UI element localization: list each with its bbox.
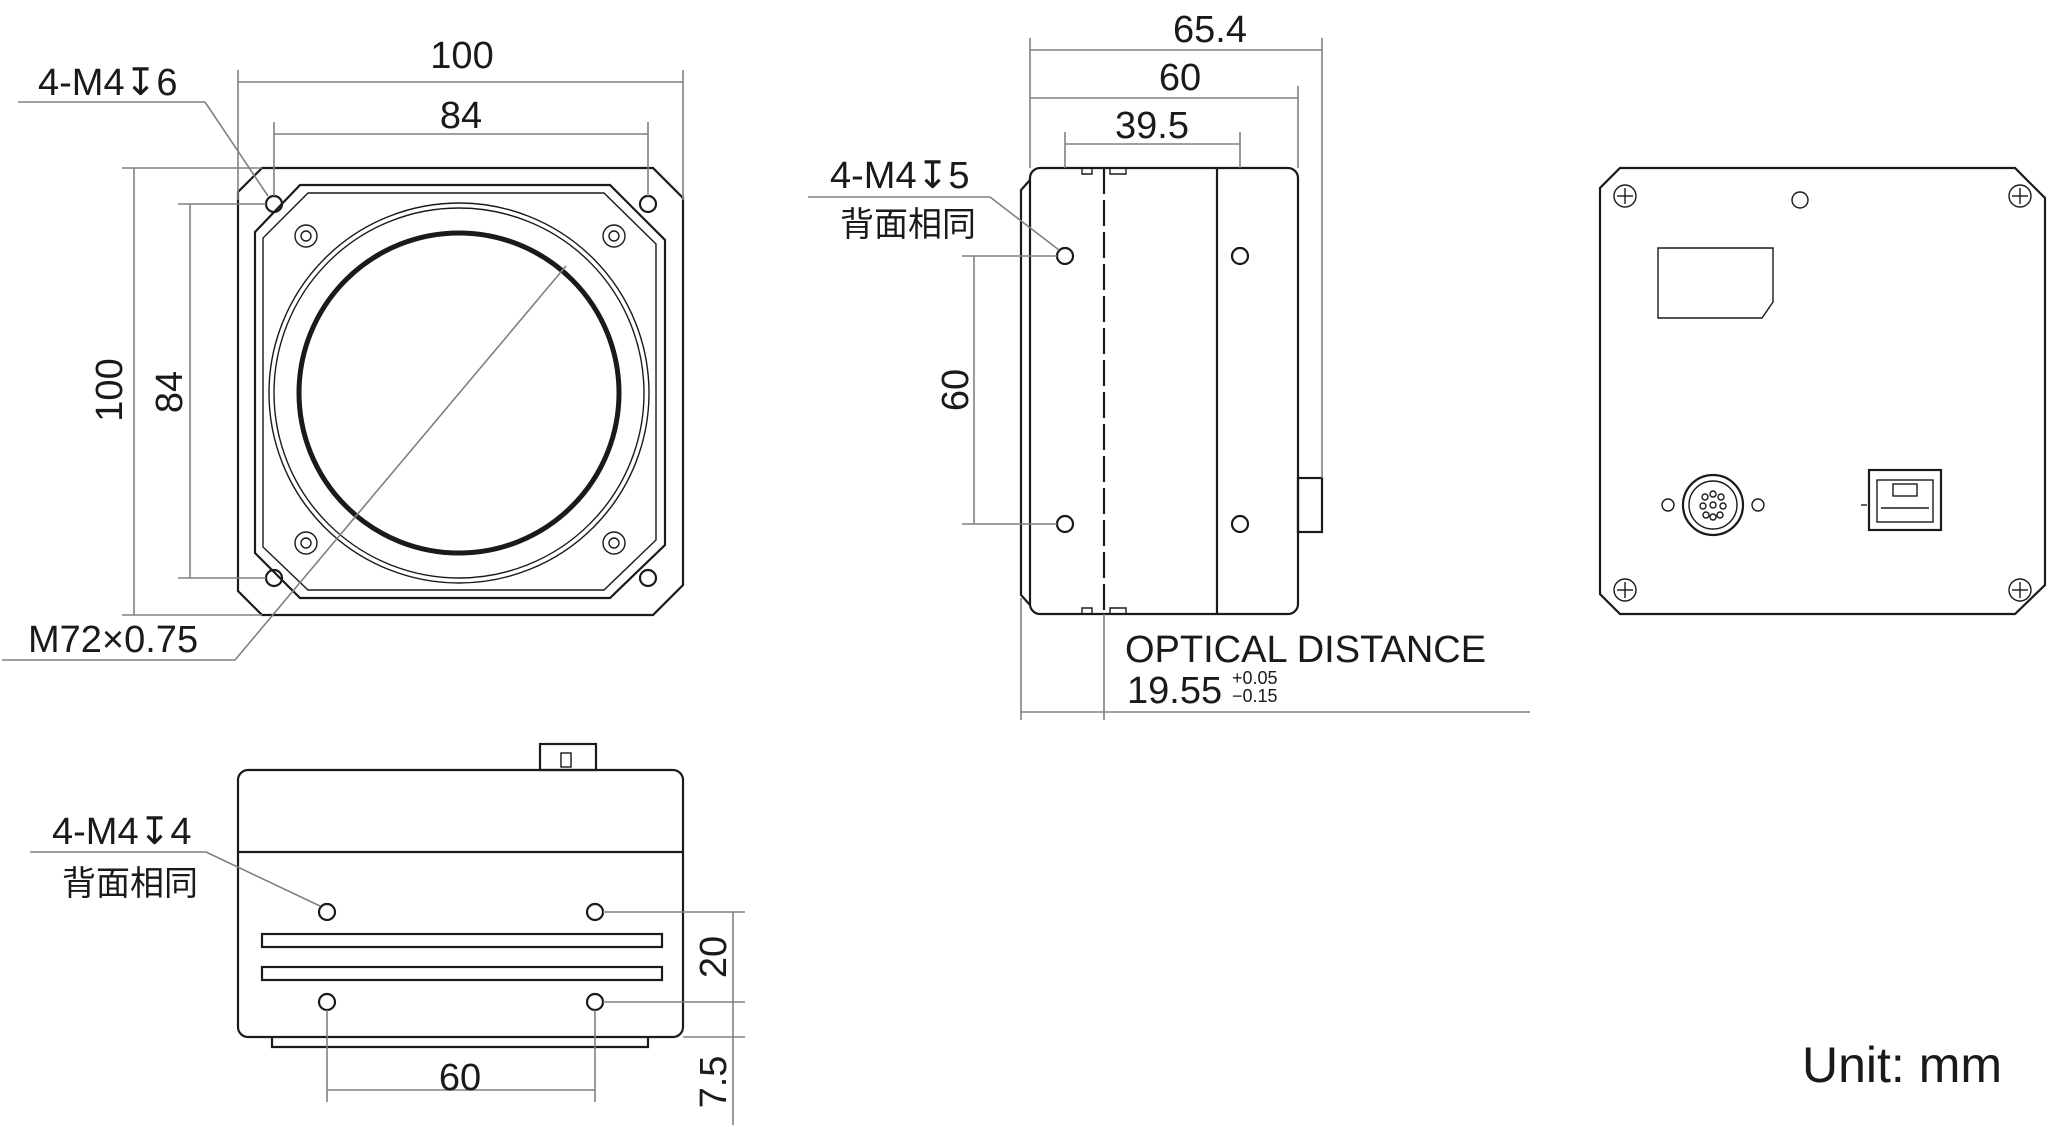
screw-icon — [294, 224, 318, 248]
front-hole-callout: 4-M4↧6 — [38, 62, 178, 104]
side-hole-callout-line1: 4-M4↧5 — [830, 155, 970, 197]
screw-icon — [1613, 184, 1637, 208]
io-connector-icon — [1661, 473, 1765, 537]
front-thread-callout: M72×0.75 — [28, 619, 198, 661]
dim-side-length-overall: 65.4 — [1173, 9, 1247, 51]
optical-distance-label: OPTICAL DISTANCE — [1125, 629, 1486, 671]
dim-front-height-outer: 100 — [89, 358, 131, 421]
optical-distance-value: 19.55 — [1127, 670, 1222, 712]
side-view: 65.4 60 39.5 60 4-M4↧5 背面相同 OPTICAL DIST… — [808, 9, 1530, 720]
dim-side-length-front: 39.5 — [1115, 105, 1189, 147]
rear-view — [1598, 166, 2047, 616]
side-hole-callout-line2: 背面相同 — [840, 205, 976, 245]
dim-front-width-inner: 84 — [440, 95, 482, 137]
optical-distance-tol-minus: −0.15 — [1232, 686, 1278, 706]
bottom-hole-callout-line1: 4-M4↧4 — [52, 811, 192, 853]
screw-icon — [602, 224, 626, 248]
dim-front-width-outer: 100 — [430, 35, 493, 77]
screw-icon — [2008, 578, 2032, 602]
optical-distance-tol-plus: +0.05 — [1232, 668, 1278, 688]
screw-icon — [294, 531, 318, 555]
bottom-hole-callout-line2: 背面相同 — [62, 864, 198, 904]
ethernet-port-icon — [1861, 468, 1943, 532]
dim-bottom-hole-spacing-x: 60 — [439, 1057, 481, 1099]
dim-front-height-inner: 84 — [149, 371, 191, 413]
screw-icon — [602, 531, 626, 555]
dim-side-hole-spacing: 60 — [935, 369, 977, 411]
screw-icon — [2008, 184, 2032, 208]
dim-bottom-edge-offset: 7.5 — [693, 1056, 735, 1109]
front-view: 100 84 100 84 4-M4↧6 M72×0.75 — [2, 35, 685, 661]
bottom-view: 60 20 7.5 4-M4↧4 背面相同 — [30, 742, 745, 1125]
screw-icon — [1613, 578, 1637, 602]
unit-label: Unit: mm — [1802, 1037, 2002, 1093]
dim-bottom-hole-spacing-y: 20 — [693, 936, 735, 978]
dim-side-length-body: 60 — [1159, 57, 1201, 99]
